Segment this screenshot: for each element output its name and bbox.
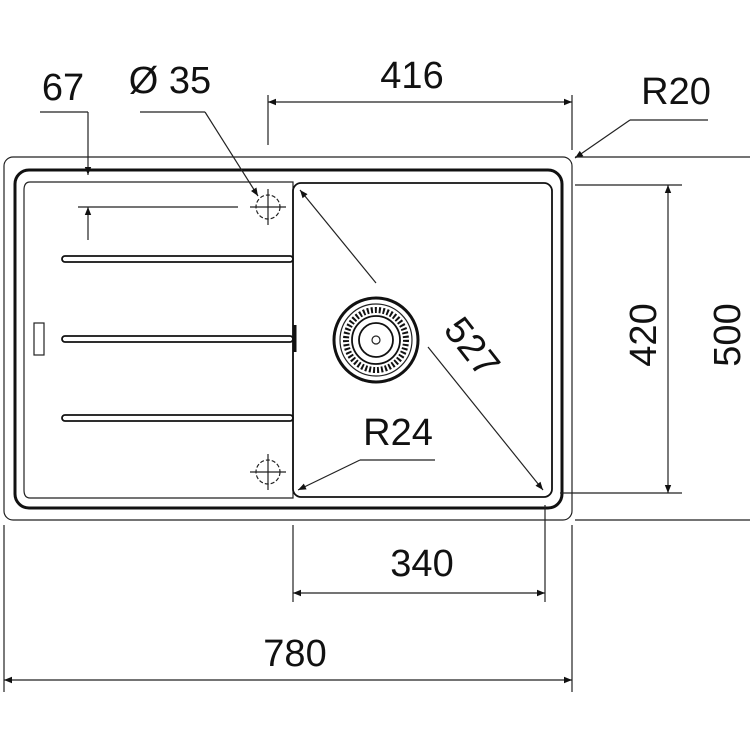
drainer-groove (61, 335, 294, 343)
dimension-340: 340 (390, 543, 453, 585)
dimension-420: 420 (623, 303, 665, 366)
drain-strainer-icon (332, 296, 420, 384)
dimension-527: 527 (435, 310, 507, 386)
sink-outer-edge (3, 156, 573, 521)
dimension-67: 67 (42, 67, 84, 109)
dimension-416: 416 (380, 55, 443, 97)
dimension-r24: R24 (363, 412, 433, 454)
dimension-500: 500 (707, 303, 749, 366)
tap-hole-icon (250, 454, 286, 490)
overflow-slot (33, 322, 45, 356)
dimension-780: 780 (263, 633, 326, 675)
drainer-contour (23, 181, 294, 499)
drainer-groove (61, 414, 294, 422)
dimension-r20: R20 (641, 71, 711, 113)
dimension-diameter-35: Ø 35 (129, 60, 211, 102)
drainer-groove (61, 255, 294, 263)
tap-hole-icon (250, 189, 286, 225)
sink-inner-rim (13, 168, 564, 510)
